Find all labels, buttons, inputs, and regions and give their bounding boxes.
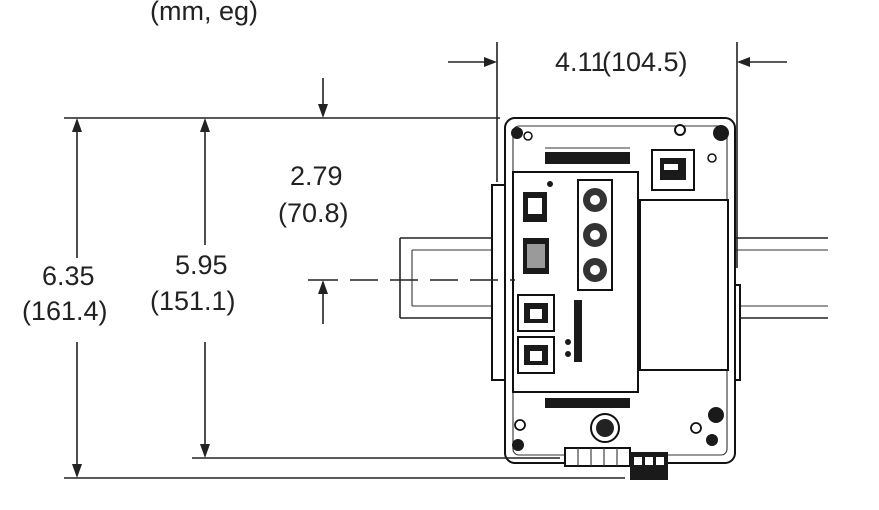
dimension-rail-offset: 2.79 (70.8) [278, 78, 515, 324]
height-mount-mm: (151.1) [150, 286, 236, 316]
width-inches: 4.11 [555, 47, 606, 77]
height-total-mm: (161.4) [22, 296, 108, 326]
bottom-terminal [564, 447, 631, 467]
height-mount-inches: 5.95 [175, 250, 228, 280]
screw-tl [511, 127, 523, 139]
top-vent [545, 152, 630, 164]
right-module [639, 199, 729, 371]
rail-offset-mm: (70.8) [278, 198, 349, 228]
power-plug [630, 452, 668, 480]
header-partial-text: (mm, eg) [150, 0, 258, 26]
height-total-inches: 6.35 [42, 261, 95, 291]
rail-offset-inches: 2.79 [290, 161, 343, 191]
left-bracket [491, 184, 507, 381]
screw-top-mid [674, 124, 686, 136]
dimension-height-mount: 5.95 (151.1) [150, 118, 560, 459]
bottom-vent [545, 398, 630, 408]
dimension-height-total: 6.35 (161.4) [22, 117, 625, 479]
device-body [491, 117, 741, 480]
width-mm: (104.5) [602, 47, 688, 77]
led-strip [574, 300, 582, 362]
screw-br [708, 407, 724, 423]
dimension-width: 4.11 (104.5) [448, 42, 787, 268]
screw-tr [713, 125, 729, 141]
